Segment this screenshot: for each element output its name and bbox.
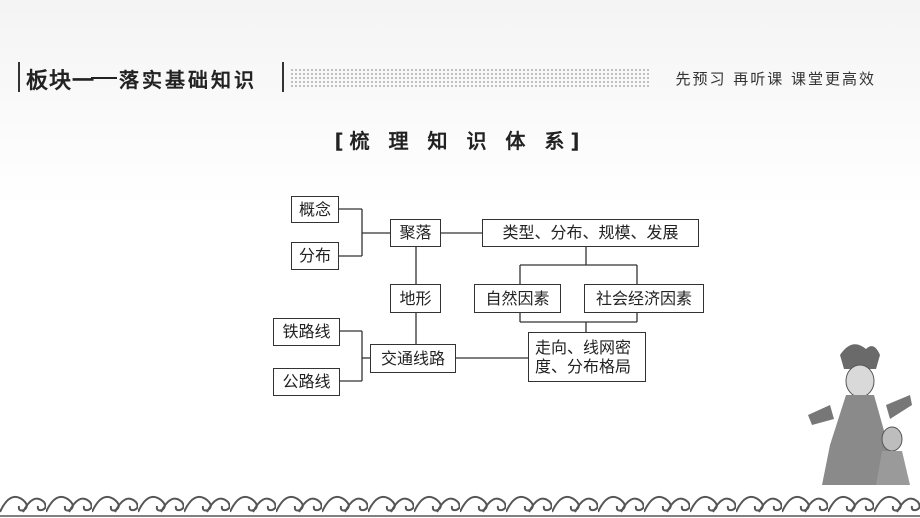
wave-border-decoration (0, 482, 920, 518)
node-distribution-label: 分布 (298, 246, 331, 266)
node-railway: 铁路线 (273, 318, 340, 346)
section-header: 板块一 落实基础知识 先预习 再听课 课堂更高效 (18, 62, 902, 94)
node-terrain: 地形 (390, 284, 441, 313)
node-transport-lines-label: 交通线路 (380, 348, 445, 368)
node-settlement: 聚落 (390, 219, 441, 247)
node-settlement-aspects: 类型、分布、规模、发展 (482, 219, 699, 247)
page-title: [梳 理 知 识 体 系] (334, 129, 586, 153)
node-highway-label: 公路线 (282, 372, 331, 392)
node-terrain-label: 地形 (399, 288, 432, 308)
node-settlement-aspects-label: 类型、分布、规模、发展 (502, 223, 679, 243)
header-mid-rule (282, 62, 284, 92)
node-railway-label: 铁路线 (282, 322, 331, 342)
node-concept: 概念 (291, 196, 339, 223)
node-settlement-label: 聚落 (399, 223, 432, 243)
node-highway: 公路线 (273, 368, 340, 396)
header-dotted-band (290, 68, 650, 88)
node-natural-factors: 自然因素 (474, 284, 561, 313)
node-socio-economic-factors: 社会经济因素 (584, 284, 704, 313)
node-distribution: 分布 (291, 242, 339, 270)
node-direction-density-line1: 走向、线网密 (535, 337, 632, 357)
node-socio-economic-factors-label: 社会经济因素 (595, 288, 692, 308)
node-transport-lines: 交通线路 (370, 344, 456, 373)
header-dash (91, 77, 117, 79)
opera-figure-illustration (808, 344, 912, 485)
section-block-label: 板块一 (26, 69, 96, 94)
header-left-rule (18, 62, 20, 92)
node-direction-density-line2: 度、分布格局 (535, 357, 632, 376)
node-direction-density: 走向、线网密 度、分布格局 (528, 332, 646, 382)
section-subtitle: 落实基础知识 (119, 68, 257, 92)
node-concept-label: 概念 (298, 199, 331, 219)
node-natural-factors-label: 自然因素 (485, 288, 550, 308)
header-slogan: 先预习 再听课 课堂更高效 (675, 70, 876, 88)
